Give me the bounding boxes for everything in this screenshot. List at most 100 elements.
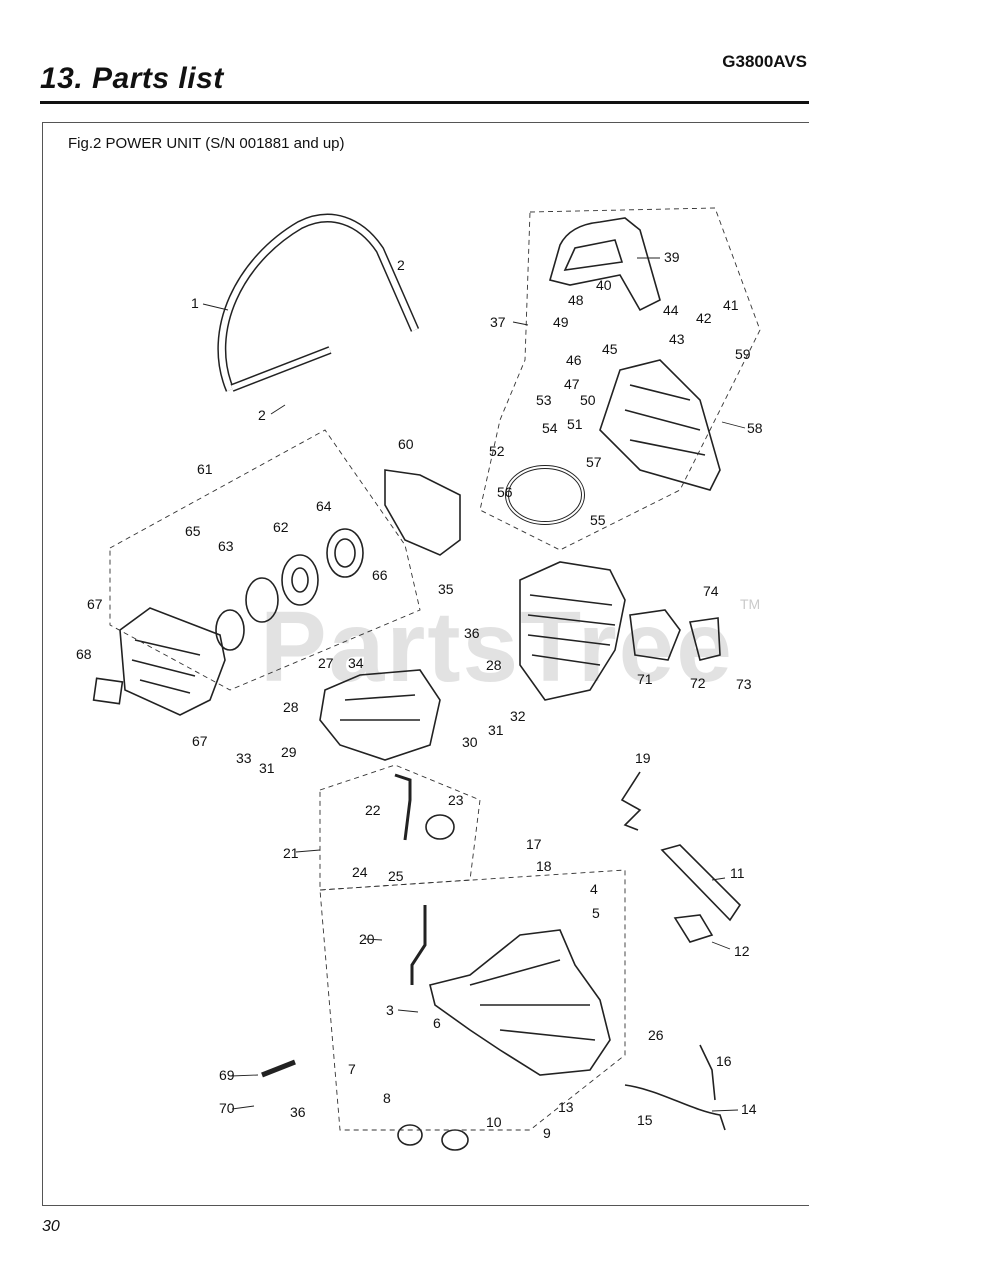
callout-6: 6 (433, 1015, 441, 1031)
callout-37: 37 (490, 314, 506, 330)
fuel-cap-part (425, 814, 455, 840)
callout-13: 13 (558, 1099, 574, 1115)
impulse-hose-part (410, 905, 427, 985)
callout-39: 39 (664, 249, 680, 265)
callout-72: 72 (690, 675, 706, 691)
callout-7: 7 (348, 1061, 356, 1077)
watermark-trademark: TM (740, 596, 761, 612)
callout-51: 51 (567, 416, 583, 432)
callout-23: 23 (448, 792, 464, 808)
callout-4: 4 (590, 881, 598, 897)
clutch-cover-part (599, 359, 721, 491)
callout-31: 31 (488, 722, 504, 738)
callout-54: 54 (542, 420, 558, 436)
callout-9: 9 (543, 1125, 551, 1141)
callout-57: 57 (586, 454, 602, 470)
figure-frame-top (42, 122, 809, 123)
callout-61: 61 (197, 461, 213, 477)
callout-58: 58 (747, 420, 763, 436)
callout-41: 41 (723, 297, 739, 313)
callout-62: 62 (273, 519, 289, 535)
callout-66: 66 (372, 567, 388, 583)
callout-5: 5 (592, 905, 600, 921)
callout-8: 8 (383, 1090, 391, 1106)
callout-15: 15 (637, 1112, 653, 1128)
callout-44: 44 (663, 302, 679, 318)
callout-14: 14 (741, 1101, 757, 1117)
callout-53: 53 (536, 392, 552, 408)
page-number: 30 (42, 1218, 60, 1235)
callout-30: 30 (462, 734, 478, 750)
callout-26: 26 (648, 1027, 664, 1043)
figure-frame-bottom (42, 1205, 809, 1206)
callout-32: 32 (510, 708, 526, 724)
callout-50: 50 (580, 392, 596, 408)
fuel-hose-part (394, 773, 412, 841)
callout-33: 33 (236, 750, 252, 766)
fan-housing-part (119, 607, 226, 716)
header-rule (40, 101, 809, 104)
callout-74: 74 (703, 583, 719, 599)
starter-spring-part (326, 528, 364, 578)
callout-52: 52 (489, 443, 505, 459)
callout-11: 11 (730, 865, 745, 881)
callout-45: 45 (602, 341, 618, 357)
guide-plate-part (660, 844, 742, 922)
callout-2b: 2 (258, 407, 266, 423)
callout-48: 48 (568, 292, 584, 308)
callout-43: 43 (669, 331, 685, 347)
callout-49: 49 (553, 314, 569, 330)
callout-17: 17 (526, 836, 542, 852)
callout-68: 68 (76, 646, 92, 662)
callout-25: 25 (388, 868, 404, 884)
callout-40: 40 (596, 277, 612, 293)
label-plate-part (92, 677, 124, 705)
starter-plate-part (384, 469, 461, 556)
rear-handle-tank-part (429, 929, 611, 1076)
ignition-cable-part (624, 1084, 726, 1131)
callout-24: 24 (352, 864, 368, 880)
callout-47: 47 (564, 376, 580, 392)
section-title: 13. Parts list (40, 62, 224, 95)
callout-27: 27 (318, 655, 334, 671)
callout-1: 1 (191, 295, 199, 311)
callout-71: 71 (637, 671, 653, 687)
callout-36b: 36 (290, 1104, 306, 1120)
callout-31b: 31 (259, 760, 275, 776)
callout-3: 3 (386, 1002, 394, 1018)
callout-46: 46 (566, 352, 582, 368)
callout-63: 63 (218, 538, 234, 554)
callout-2: 2 (397, 257, 405, 273)
callout-64: 64 (316, 498, 332, 514)
figure-frame-left (42, 122, 43, 1206)
front-handle-part (217, 213, 420, 392)
callout-16: 16 (716, 1053, 732, 1069)
carburettor-part (629, 609, 681, 661)
callout-34: 34 (348, 655, 364, 671)
callout-70: 70 (219, 1100, 235, 1116)
callout-10: 10 (486, 1114, 502, 1130)
callout-59: 59 (735, 346, 751, 362)
spring-69-part (261, 1059, 296, 1078)
callout-35: 35 (438, 581, 454, 597)
callout-55: 55 (590, 512, 606, 528)
starter-pulley-part (281, 554, 319, 606)
callout-60: 60 (398, 436, 414, 452)
callout-12: 12 (734, 943, 750, 959)
callout-28: 28 (486, 657, 502, 673)
callout-67b: 67 (192, 733, 208, 749)
callout-29: 29 (281, 744, 297, 760)
callout-67: 67 (87, 596, 103, 612)
spring-wire-part (620, 771, 642, 831)
callout-42: 42 (696, 310, 712, 326)
engine-cylinder-part (519, 561, 626, 701)
callout-73: 73 (736, 676, 752, 692)
callout-21: 21 (283, 845, 299, 861)
callout-18: 18 (536, 858, 552, 874)
callout-22: 22 (365, 802, 381, 818)
callout-56: 56 (497, 484, 513, 500)
callout-28b: 28 (283, 699, 299, 715)
figure-caption: Fig.2 POWER UNIT (S/N 001881 and up) (68, 135, 345, 152)
callout-69: 69 (219, 1067, 235, 1083)
